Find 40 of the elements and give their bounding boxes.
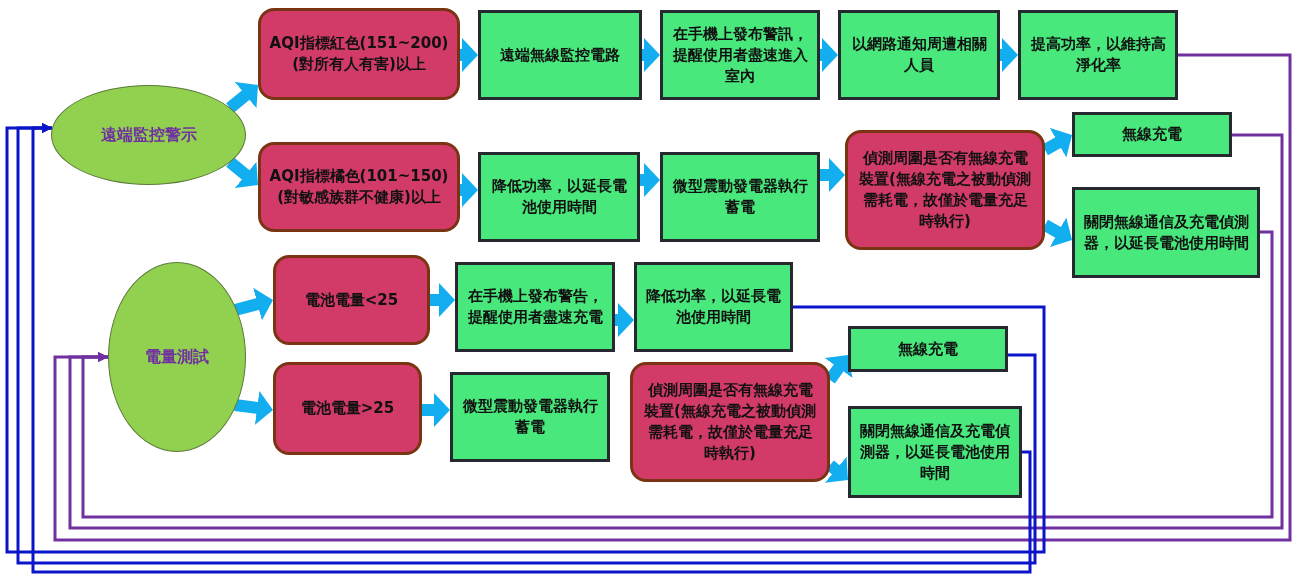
process-box: 在手機上發布警告，提醒使用者盡速充電 (455, 262, 615, 352)
oval-node: 遠端監控警示 (51, 85, 246, 185)
block-arrow (1000, 38, 1018, 72)
process-box: 在手機上發布警訊，提醒使用者盡速進入室內 (660, 10, 820, 100)
feedback-arrow (53, 53, 1292, 542)
block-arrow (820, 38, 838, 72)
feedback-arrow (81, 230, 1274, 519)
oval-node: 電量測試 (108, 262, 246, 452)
process-box: 遠端無線監控電路 (478, 10, 642, 100)
process-box: 無線充電 (848, 326, 1008, 372)
block-arrow (824, 355, 853, 384)
block-arrow (226, 82, 258, 113)
block-arrow (226, 157, 258, 188)
process-box: 降低功率，以延長電池使用時間 (634, 262, 793, 352)
condition-box: 偵測周圍是否有無線充電裝置(無線充電之被動偵測需耗電，故僅於電量充足時執行) (630, 362, 830, 482)
process-box: 提高功率，以維持高淨化率 (1018, 10, 1178, 100)
condition-box: 電池電量<25 (273, 255, 430, 345)
block-arrow (642, 38, 660, 72)
block-arrow (430, 283, 455, 317)
process-box: 無線充電 (1072, 112, 1232, 157)
process-box: 微型震動發電器執行蓄電 (660, 152, 820, 242)
feedback-arrow (68, 133, 1284, 530)
process-box: 微型震動發電器執行蓄電 (450, 372, 610, 462)
block-arrow (640, 163, 660, 197)
block-arrow (460, 38, 478, 72)
block-arrow (233, 287, 273, 321)
condition-box: 電池電量>25 (273, 362, 422, 455)
block-arrow (615, 303, 634, 337)
process-box: 關閉無線通信及充電偵測器，以延長電池使用時間 (1072, 187, 1260, 278)
block-arrow (234, 391, 273, 425)
block-arrow (820, 158, 845, 192)
process-box: 關閉無線通信及充電偵測器，以延長電池使用時間 (848, 406, 1022, 498)
block-arrow (422, 393, 450, 427)
condition-box: AQI指標橘色(101~150)(對敏感族群不健康)以上 (258, 142, 460, 232)
process-box: 降低功率，以延長電池使用時間 (478, 152, 640, 242)
condition-box: AQI指標紅色(151~200)(對所有人有害)以上 (258, 8, 460, 100)
block-arrow (824, 456, 848, 483)
block-arrow (460, 173, 478, 207)
process-box: 以網路通知周遭相關人員 (838, 10, 1000, 100)
condition-box: 偵測周圍是否有無線充電裝置(無線充電之被動偵測需耗電，故僅於電量充足時執行) (845, 130, 1045, 250)
